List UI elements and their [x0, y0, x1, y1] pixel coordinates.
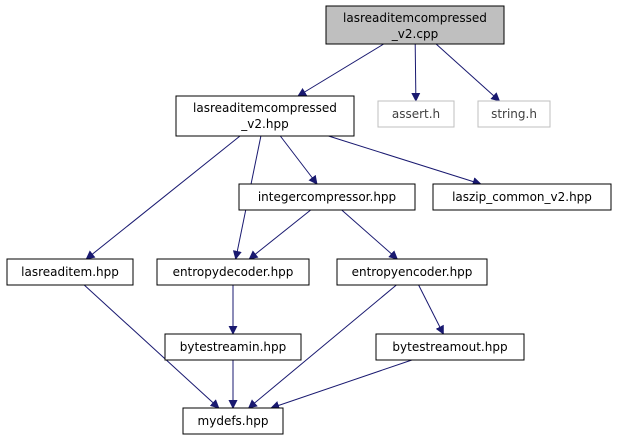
- node-label-line: lasreaditem.hpp: [21, 265, 119, 279]
- node-lasreaditem-hpp[interactable]: lasreaditem.hpp: [6, 258, 134, 286]
- node-label-line: _v2.hpp: [240, 117, 288, 131]
- node-laszip-common-v2-hpp[interactable]: laszip_common_v2.hpp: [432, 183, 612, 211]
- node-label-line: lasreaditemcompressed: [193, 101, 337, 115]
- node-assert-h: assert.h: [377, 100, 455, 128]
- edge-hpp-to-intcomp: [279, 135, 318, 185]
- node-mydefs-hpp[interactable]: mydefs.hpp: [182, 407, 284, 435]
- node-label-line: entropyencoder.hpp: [352, 265, 473, 279]
- edge-lasreaditem-to-mydefs: [83, 284, 220, 409]
- node-label-line: bytestreamin.hpp: [180, 340, 286, 354]
- node-compressed-hpp[interactable]: lasreaditemcompressed _v2.hpp: [175, 95, 355, 137]
- node-entropyencoder-hpp[interactable]: entropyencoder.hpp: [336, 258, 488, 286]
- node-label-line: lasreaditemcompressed: [343, 11, 487, 25]
- edge-hpp-to-lasreaditem: [85, 135, 241, 260]
- edge-encoder-to-mydefs: [247, 284, 397, 409]
- edge-intcomp-to-encoder: [341, 209, 398, 260]
- edge-root-to-string: [435, 43, 501, 102]
- edge-bsout-to-mydefs: [270, 359, 413, 410]
- node-root-cpp: lasreaditemcompressed _v2.cpp: [325, 5, 505, 45]
- node-label-line: mydefs.hpp: [198, 414, 269, 428]
- edge-intcomp-to-decoder: [248, 209, 312, 260]
- edge-root-to-hpp: [297, 43, 384, 97]
- node-label-line: string.h: [491, 107, 537, 121]
- nodes-layer: lasreaditemcompressed _v2.cpp lasreadite…: [6, 5, 612, 435]
- edge-encoder-to-bsout: [418, 284, 444, 335]
- node-integercompressor-hpp[interactable]: integercompressor.hpp: [238, 183, 416, 211]
- node-bytestreamin-hpp[interactable]: bytestreamin.hpp: [164, 333, 302, 361]
- node-label-line: entropydecoder.hpp: [173, 265, 294, 279]
- node-label-line: assert.h: [392, 107, 440, 121]
- node-entropydecoder-hpp[interactable]: entropydecoder.hpp: [156, 258, 310, 286]
- node-label-line: bytestreamout.hpp: [392, 340, 507, 354]
- edge-hpp-to-common: [328, 135, 482, 186]
- node-bytestreamout-hpp[interactable]: bytestreamout.hpp: [375, 333, 525, 361]
- node-label-line: laszip_common_v2.hpp: [452, 190, 592, 204]
- edge-root-to-assert: [411, 43, 421, 102]
- node-label-line: integercompressor.hpp: [258, 190, 396, 204]
- node-string-h: string.h: [477, 100, 551, 128]
- node-label-line: _v2.cpp: [391, 27, 438, 41]
